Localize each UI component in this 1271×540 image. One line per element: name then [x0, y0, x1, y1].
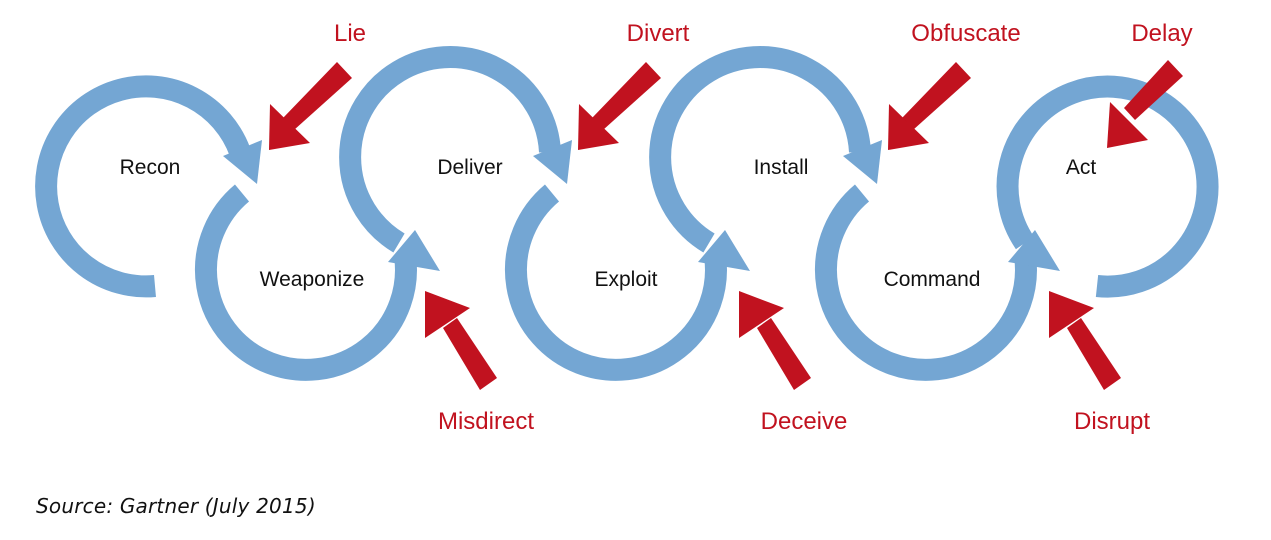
- arrow-divert: [578, 62, 661, 150]
- stage-deliver: Deliver: [437, 156, 502, 179]
- tactic-divert: Divert: [627, 20, 690, 47]
- stage-act: Act: [1066, 156, 1097, 179]
- arrow-misdirect: [425, 291, 497, 390]
- stage-weaponize: Weaponize: [260, 268, 365, 291]
- tactic-labels: Lie Misdirect Divert Deceive Obfuscate D…: [334, 20, 1193, 435]
- tactic-misdirect: Misdirect: [438, 408, 534, 435]
- arrow-deceive: [739, 291, 811, 390]
- tactic-obfuscate: Obfuscate: [911, 20, 1020, 47]
- tactic-delay: Delay: [1131, 20, 1192, 47]
- tactic-deceive: Deceive: [761, 408, 848, 435]
- loop-weaponize: [195, 184, 440, 381]
- stage-command: Command: [884, 268, 981, 291]
- loop-exploit: [505, 184, 750, 381]
- tactic-disrupt: Disrupt: [1074, 408, 1150, 435]
- arrow-obfuscate: [888, 62, 971, 150]
- loop-command: [815, 184, 1060, 381]
- loop-deliver: [339, 46, 572, 253]
- loop-arrows: [35, 46, 1219, 381]
- loop-install: [649, 46, 882, 253]
- stage-install: Install: [754, 156, 809, 179]
- tactic-lie: Lie: [334, 20, 366, 47]
- arrow-disrupt: [1049, 291, 1121, 390]
- loop-recon: [35, 75, 262, 298]
- source-caption: Source: Gartner (July 2015): [36, 494, 316, 518]
- tactic-arrows: [269, 60, 1183, 390]
- stage-labels: Recon Weaponize Deliver Exploit Install …: [120, 156, 1097, 291]
- stage-exploit: Exploit: [594, 268, 657, 291]
- arrow-lie: [269, 62, 352, 150]
- loop-act: [996, 75, 1219, 298]
- arrow-delay: [1107, 60, 1183, 148]
- stage-recon: Recon: [120, 156, 181, 179]
